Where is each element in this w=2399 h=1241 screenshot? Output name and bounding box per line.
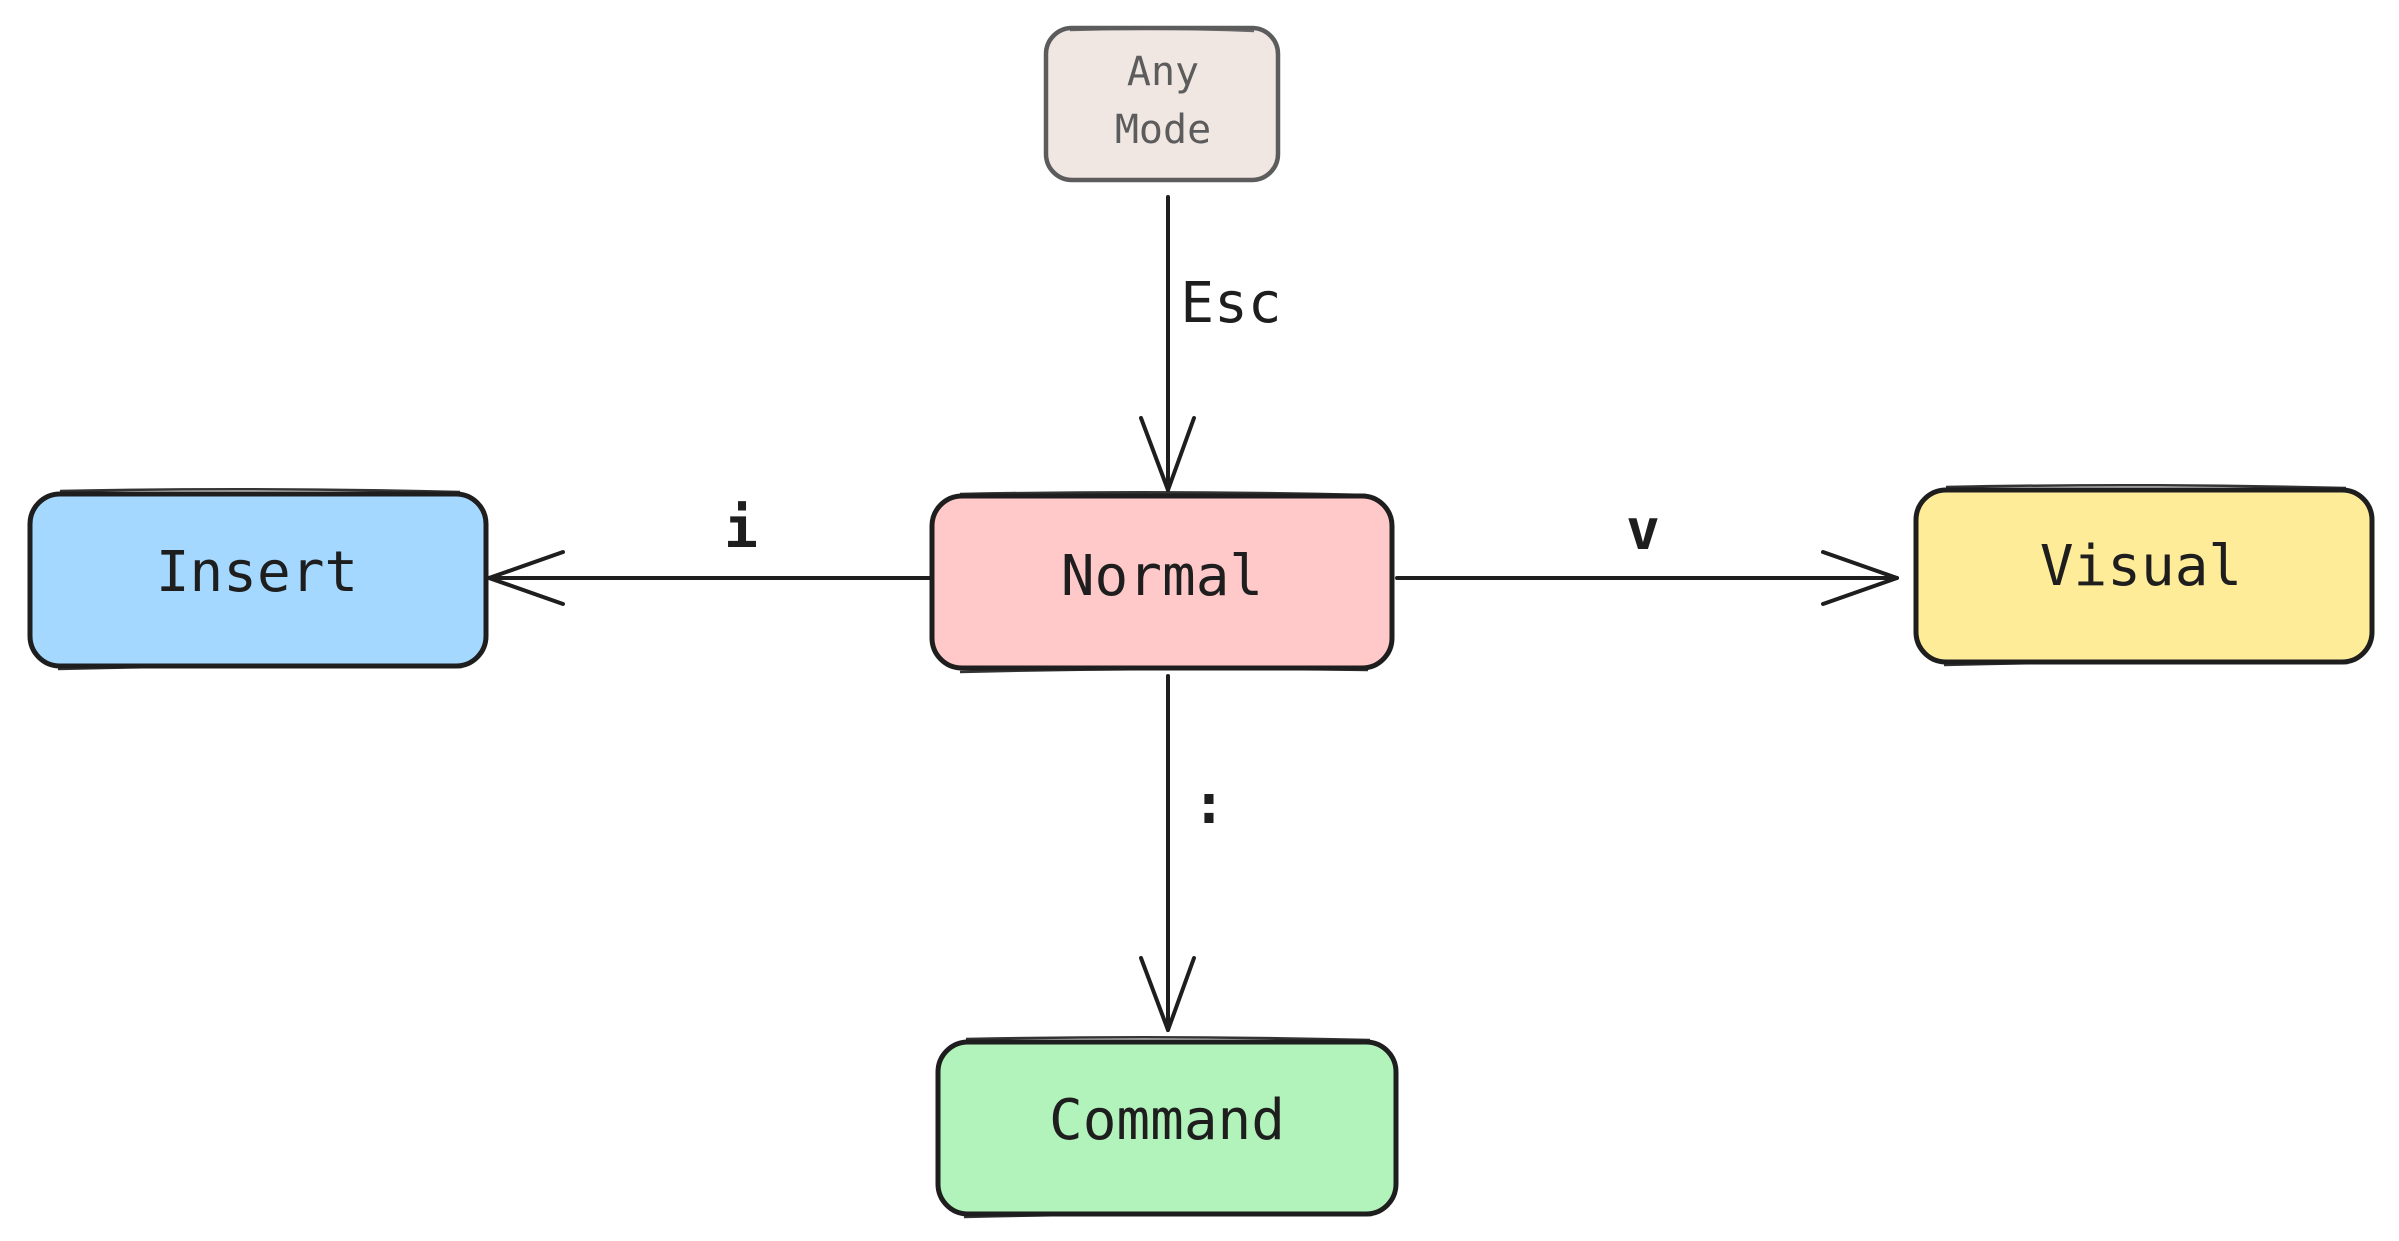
node-visual[interactable]: Visual — [1913, 483, 2375, 667]
edge-label-v: v — [1626, 498, 1660, 563]
sketch-stroke — [965, 1035, 1371, 1042]
node-label: Visual — [2040, 534, 2242, 599]
node-label: Command — [1049, 1088, 1285, 1153]
edge-normal-to-command — [1139, 674, 1196, 1032]
sketch-stroke — [1069, 27, 1255, 33]
node-label: Normal — [1061, 544, 1263, 609]
node-command[interactable]: Command — [935, 1035, 1399, 1219]
edge-label-i: i — [724, 496, 758, 561]
node-label-line1: Any — [1127, 49, 1199, 95]
arrowhead-left — [487, 550, 565, 606]
sketch-stroke — [959, 490, 1367, 497]
sketch-stroke — [1945, 483, 2347, 490]
sketch-stroke — [59, 487, 461, 494]
edge-label-colon: : — [1192, 772, 1226, 837]
sketch-stroke — [963, 1212, 1373, 1219]
node-normal[interactable]: Normal — [929, 490, 1395, 674]
sketch-stroke — [1943, 660, 2349, 667]
node-label: Insert — [156, 540, 358, 605]
arrowhead-right — [1821, 550, 1899, 606]
node-any-mode[interactable]: Any Mode — [1043, 25, 1281, 183]
node-insert[interactable]: Insert — [27, 487, 489, 671]
node-label-line2: Mode — [1115, 107, 1211, 153]
edge-normal-to-insert — [487, 550, 934, 606]
edge-any-to-normal — [1139, 195, 1196, 492]
arrowhead-down — [1139, 416, 1196, 492]
edge-label-esc: Esc — [1180, 271, 1281, 336]
sketch-stroke — [959, 667, 1369, 674]
sketch-stroke — [57, 664, 463, 671]
arrowhead-down — [1139, 956, 1196, 1032]
edge-normal-to-visual — [1395, 550, 1899, 606]
